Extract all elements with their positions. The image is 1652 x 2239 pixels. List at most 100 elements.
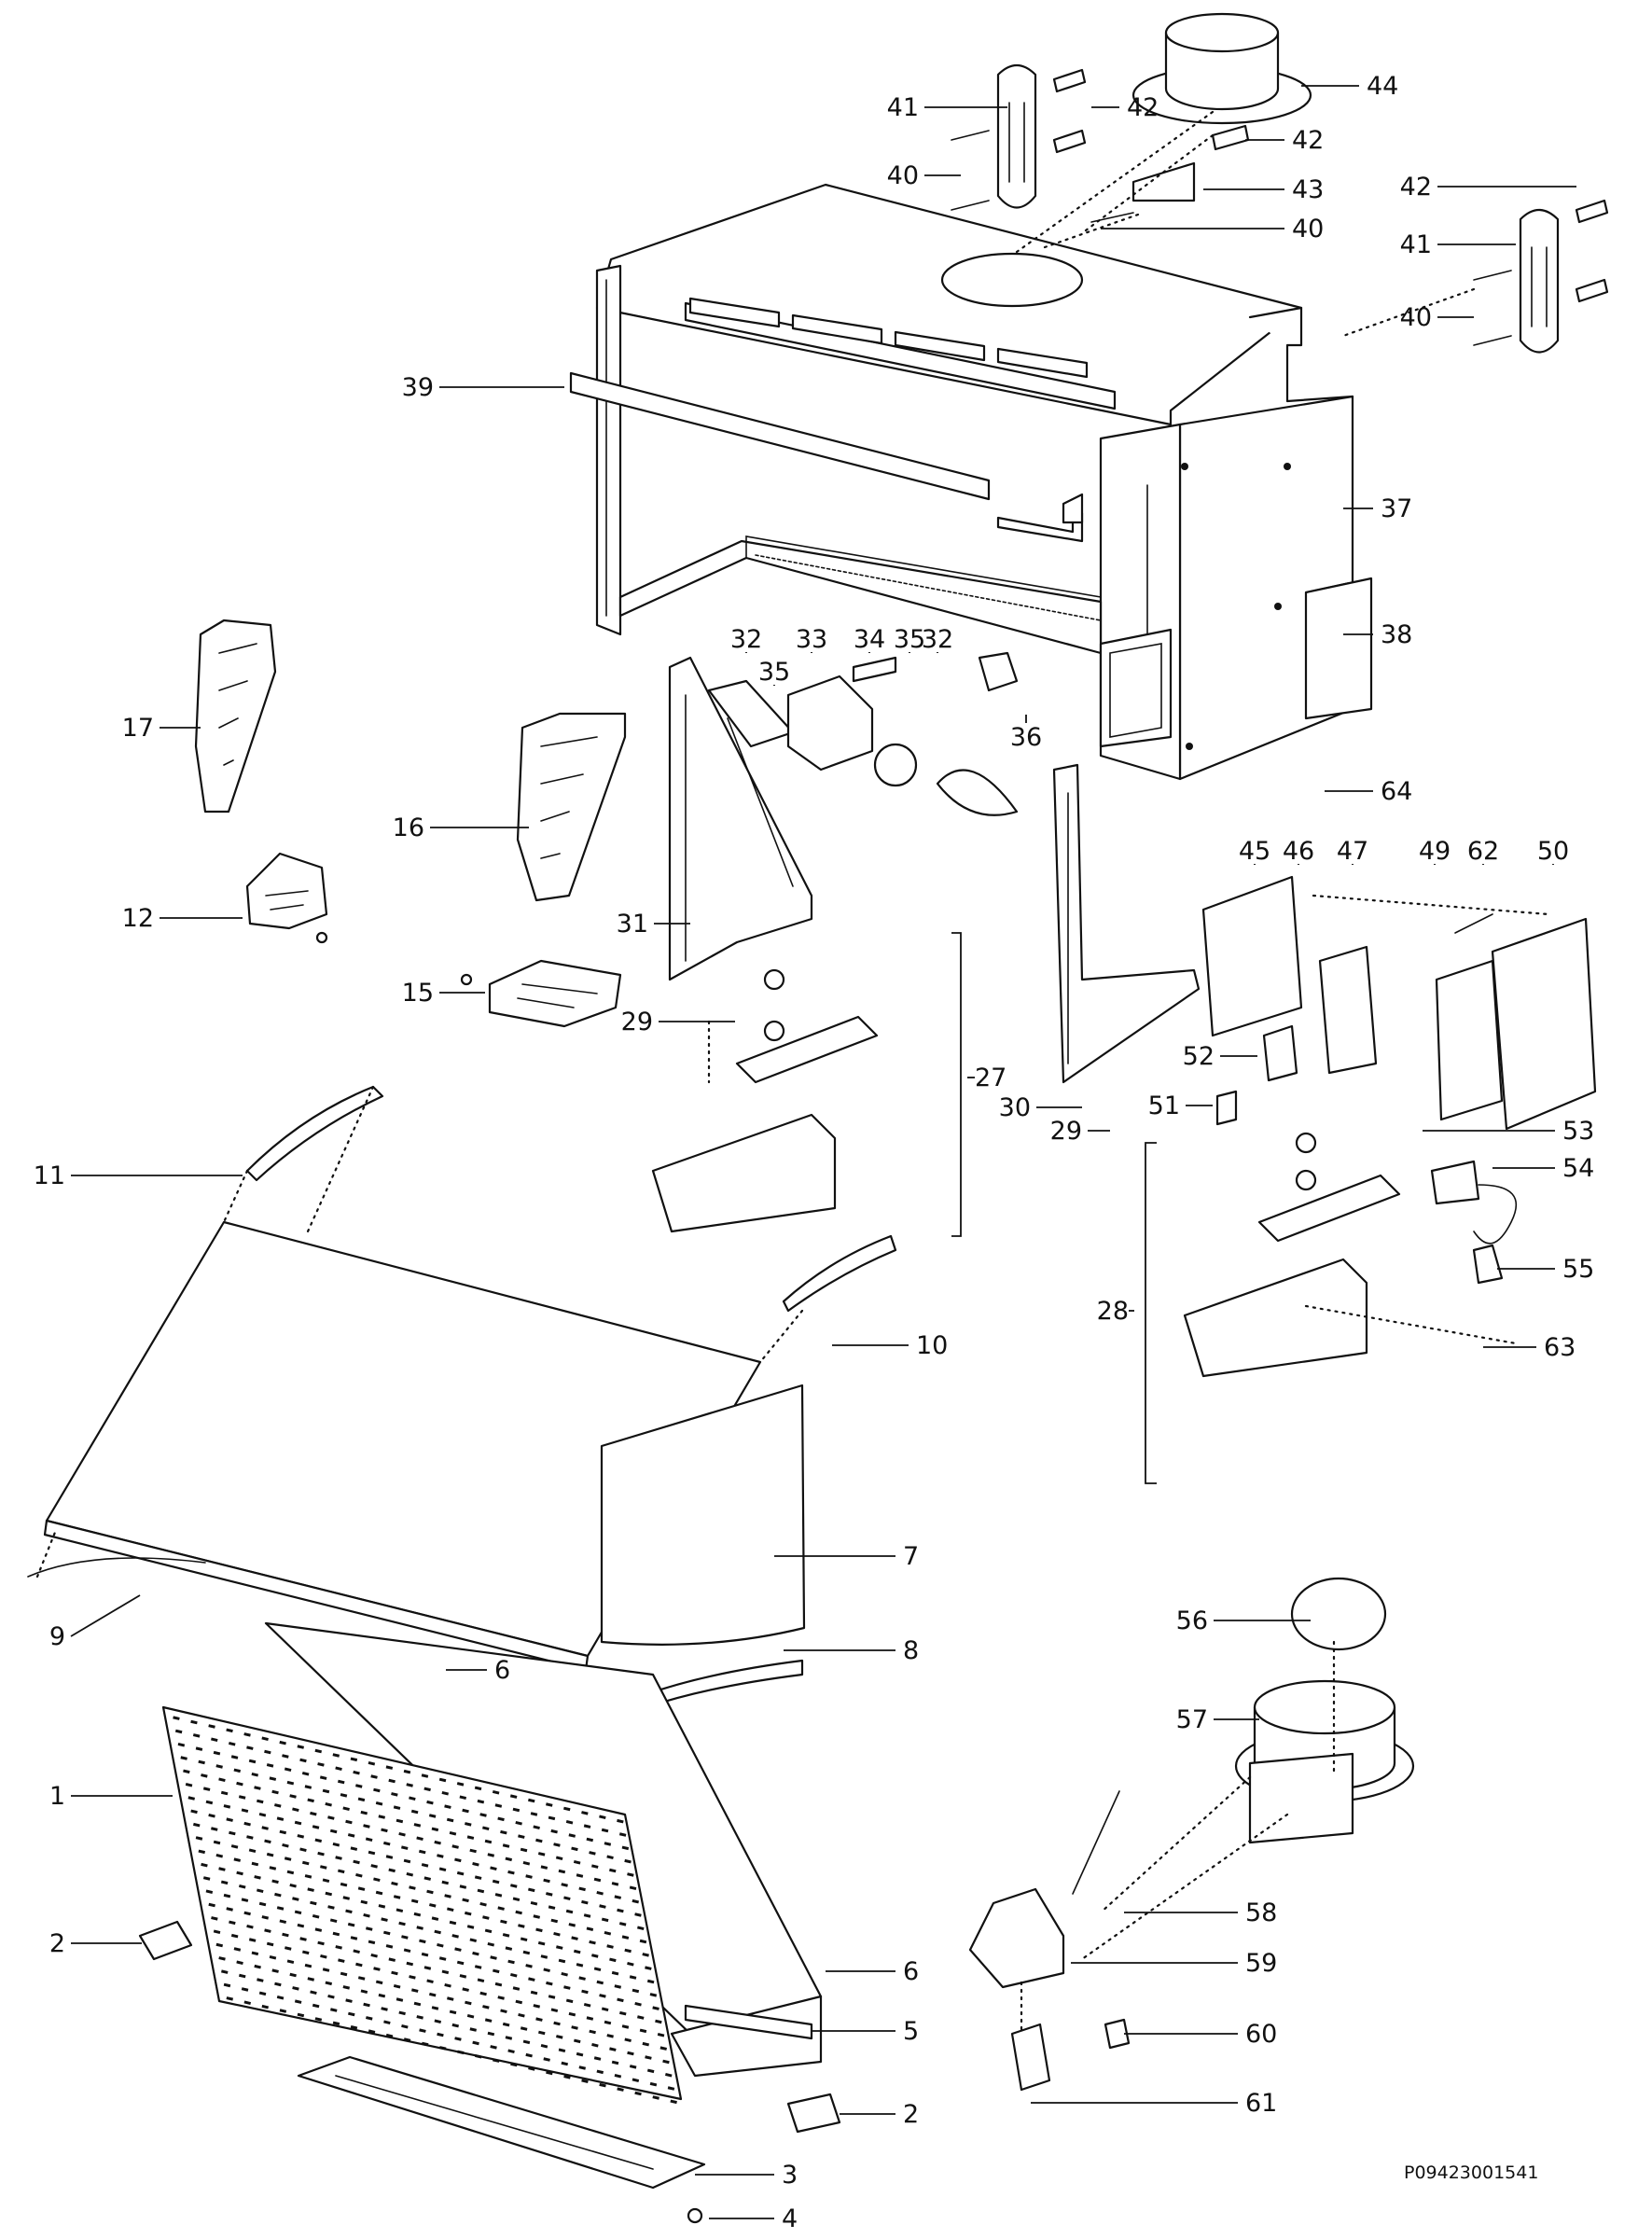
filter-slot: [586, 1926, 594, 1931]
filter-slot: [332, 1753, 340, 1758]
filter-slot: [248, 1938, 257, 1942]
callout-61: 61: [1245, 2089, 1277, 2118]
filter-slot: [548, 1905, 556, 1910]
filter-slot: [556, 1945, 563, 1950]
filter-slot: [574, 1949, 581, 1954]
callout-52: 52: [1183, 1042, 1215, 1071]
filter-slot: [355, 1873, 363, 1878]
filter-slot: [624, 1858, 632, 1864]
filter-slot: [174, 1729, 183, 1734]
callout-47: 47: [1337, 837, 1368, 866]
callout-8: 8: [903, 1636, 919, 1665]
filter-slot: [299, 1758, 307, 1763]
filter-slot: [490, 2045, 497, 2050]
filter-slot: [472, 1862, 479, 1867]
filter-slot: [533, 2004, 541, 2009]
filter-slot: [611, 2060, 619, 2065]
filter-slot: [512, 1807, 521, 1813]
callout-2: 2: [903, 2100, 919, 2129]
filter-slot: [550, 1918, 559, 1924]
callout-38: 38: [1381, 620, 1412, 649]
filter-slot: [239, 1884, 246, 1889]
filter-slot: [345, 1909, 353, 1914]
filter-slot: [492, 1879, 500, 1884]
control-panel-bracket: [1052, 763, 1201, 1084]
filter-slot: [617, 1818, 624, 1824]
filter-slot: [627, 1961, 634, 1967]
filter-slot: [314, 1838, 323, 1843]
filter-slot: [314, 1927, 323, 1932]
filter-slot: [393, 1895, 401, 1899]
filter-slot: [437, 1854, 444, 1858]
filter-slot: [530, 1990, 538, 1996]
filter-slot: [444, 1983, 451, 1988]
filter-slot: [338, 1779, 345, 1785]
filter-slot: [243, 1911, 251, 1916]
filter-slot: [528, 1887, 535, 1893]
filter-slot: [266, 1763, 274, 1768]
filter-slot: [510, 1884, 518, 1888]
filter-slot: [279, 1829, 287, 1835]
filter-slot: [634, 1912, 642, 1917]
filter-slot: [403, 2037, 411, 2042]
filter-slot: [340, 1971, 348, 1977]
filter-slot: [208, 1724, 215, 1729]
filter-slot: [512, 1897, 521, 1901]
filter-slot: [353, 1770, 360, 1775]
filter-slot: [509, 1794, 518, 1799]
filter-slot: [416, 1926, 423, 1930]
filter-slot: [312, 1825, 320, 1829]
callout-15: 15: [402, 979, 434, 1008]
filter-slot: [645, 2055, 652, 2060]
filter-slot: [410, 1898, 419, 1904]
filter-slot: [421, 1952, 429, 1957]
callout-63: 63: [1544, 1333, 1576, 1362]
filter-slot: [398, 1832, 406, 1837]
filter-slot: [180, 1756, 187, 1760]
filter-slot: [466, 1925, 475, 1929]
callout-6: 6: [903, 1957, 919, 1986]
filter-slot: [589, 1851, 596, 1856]
callout-29: 29: [621, 1008, 653, 1036]
filter-slot: [185, 1783, 193, 1787]
filter-slot: [655, 2019, 662, 2024]
filter-slot: [606, 1944, 614, 1949]
filter-slot: [632, 1988, 640, 1994]
filter-slot: [230, 1844, 239, 1849]
filter-slot: [301, 1772, 310, 1776]
filter-slot: [535, 1838, 543, 1843]
filter-slot: [500, 2009, 507, 2013]
filter-slot: [190, 1719, 198, 1725]
filter-slot: [294, 1820, 302, 1826]
callout-39: 39: [402, 373, 434, 402]
filter-slot: [335, 1945, 342, 1950]
callout-57: 57: [1176, 1705, 1208, 1734]
filter-slot: [589, 1940, 596, 1945]
filter-slot: [282, 1843, 289, 1848]
filter-slot: [292, 1986, 299, 1991]
callout-10: 10: [916, 1331, 948, 1360]
callout-4: 4: [782, 2204, 798, 2233]
filter-slot: [465, 1822, 472, 1827]
filter-slot: [454, 2037, 462, 2041]
filter-slot: [518, 1834, 525, 1839]
filter-slot: [285, 1946, 292, 1951]
filter-slot: [497, 1816, 505, 1822]
filter-slot: [500, 1919, 507, 1925]
filter-slot: [322, 1968, 330, 1972]
callout-49: 49: [1419, 837, 1451, 866]
filter-slot: [269, 1776, 277, 1781]
filter-slot: [325, 1891, 333, 1897]
callout-11: 11: [34, 1161, 65, 1190]
filter-slot: [340, 1793, 348, 1798]
filter-slot: [297, 1834, 305, 1839]
filter-slot: [223, 1893, 231, 1898]
filter-slot: [297, 2012, 305, 2018]
filter-slot: [437, 1942, 444, 1948]
filter-slot: [441, 1790, 450, 1796]
callout-41: 41: [887, 93, 919, 122]
filter-slot: [589, 2029, 596, 2035]
filter-slot: [284, 1767, 292, 1772]
filter-slot: [469, 1938, 478, 1942]
